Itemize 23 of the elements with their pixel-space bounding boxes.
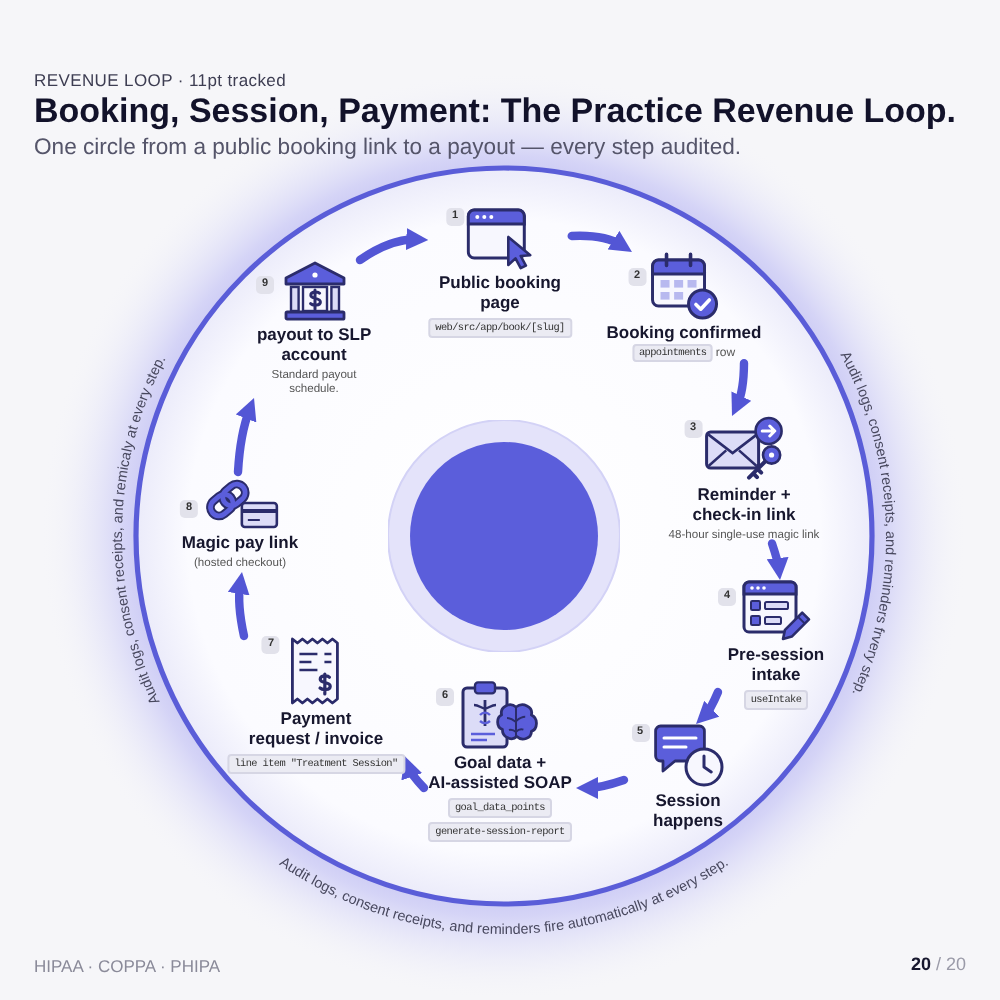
flow-arrow <box>576 775 629 799</box>
subtitle: One circle from a public booking link to a payout — every step audited. <box>34 136 742 160</box>
eyebrow-text: REVENUE LOOP · 11pt tracked <box>34 70 287 90</box>
flow-arrow <box>766 539 789 580</box>
flow-arrow <box>402 756 429 793</box>
step-title: Goal data + AI-assisted SOAP <box>426 754 574 794</box>
step-title: Public booking page <box>437 274 563 314</box>
flow-arrow <box>567 231 633 252</box>
step-title: Payment request / invoice <box>248 710 384 750</box>
page-title: Booking, Session, Payment: The Practice Revenue Loop. <box>34 92 957 132</box>
step-title: Magic pay link <box>181 534 299 554</box>
step-title: Booking confirmed <box>606 324 762 344</box>
footer-text: HIPAA · COPPA · PHIPA <box>34 956 221 976</box>
flow-arrow <box>696 687 723 725</box>
step-title: Pre-session intake <box>725 646 827 686</box>
step-title: payout to SLP account <box>254 326 374 366</box>
step-title: Reminder + check-in link <box>690 486 798 526</box>
flow-arrow <box>355 228 429 265</box>
flow-arrow <box>233 397 257 477</box>
step-title: Session happens <box>651 792 725 832</box>
flow-arrow <box>227 571 250 641</box>
page-number: 20 / 20 <box>910 954 966 974</box>
flow-arrow <box>731 358 752 417</box>
